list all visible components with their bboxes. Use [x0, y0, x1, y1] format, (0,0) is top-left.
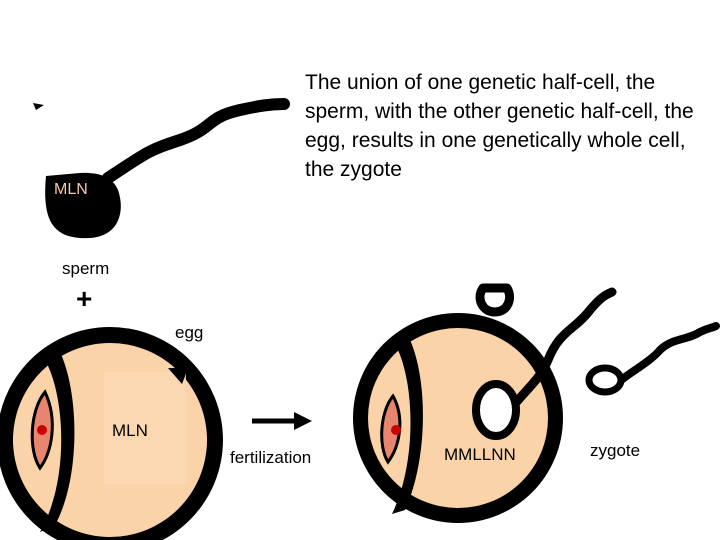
egg-cell — [0, 327, 223, 540]
zygote-nucleus-core — [391, 425, 401, 435]
fertilization-label: fertilization — [230, 448, 312, 467]
zygote-label: zygote — [590, 441, 641, 460]
sperm-tail-fragment — [33, 103, 44, 110]
entering-sperm-head — [472, 380, 520, 440]
egg-cytoplasm-highlight — [104, 372, 186, 484]
sperm-tail — [102, 98, 290, 184]
sperm-label: sperm — [62, 259, 110, 278]
sperm-genes-label: MLN — [54, 181, 88, 198]
extra-sperm-right — [585, 322, 720, 396]
plus-sign: + — [76, 283, 93, 314]
entering-sperm-tail — [505, 287, 617, 415]
zygote-genes-label: MMLLNN — [444, 445, 516, 464]
egg-inner-fold — [40, 352, 75, 532]
egg-corner-mark — [168, 368, 188, 384]
egg-label: egg — [175, 323, 204, 342]
fertilization-arrow — [252, 412, 312, 430]
egg-genes-label: MLN — [112, 421, 148, 440]
zygote-nucleus — [380, 393, 402, 465]
sperm-cell — [33, 98, 290, 239]
sperm-head — [45, 172, 121, 239]
zygote-inner-fold — [392, 340, 423, 514]
extra-sperm-top — [475, 283, 514, 317]
caption-text: The union of one genetic half-cell, the … — [305, 71, 694, 181]
egg-nucleus-core — [37, 425, 47, 435]
zygote-cell — [353, 287, 617, 523]
